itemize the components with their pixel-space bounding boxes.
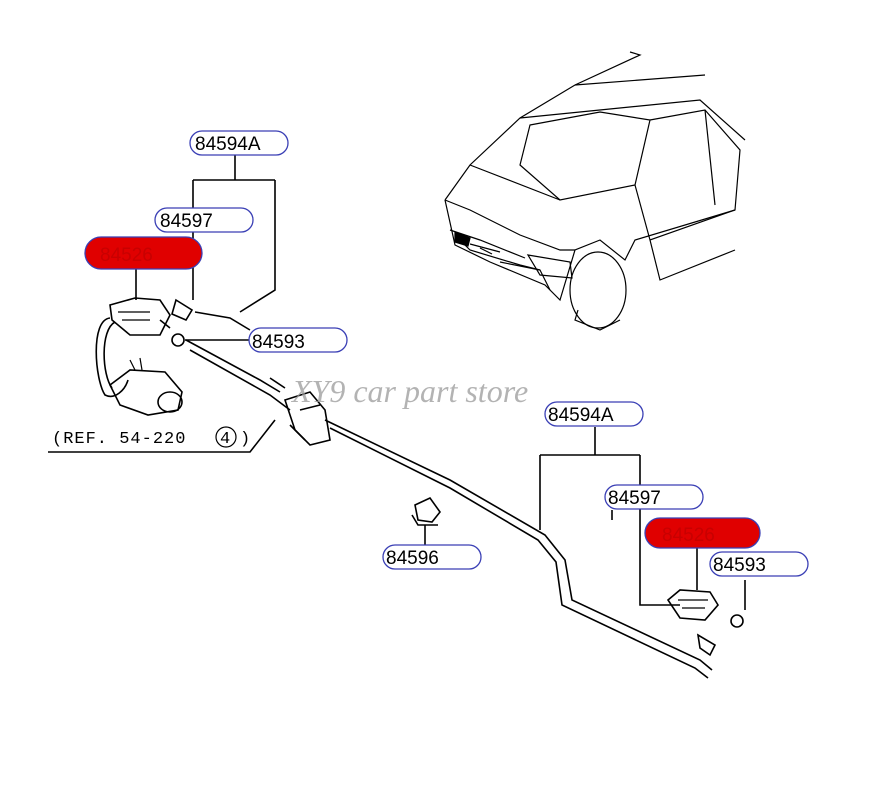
svg-text:84597: 84597: [160, 211, 213, 232]
label-84596: 84596: [382, 544, 482, 570]
label-84597-left: 84597: [154, 207, 254, 233]
clip-part: [411, 496, 442, 545]
vehicle-illustration: [444, 51, 746, 331]
svg-text:84526: 84526: [100, 245, 153, 266]
label-84593-right: 84593: [709, 551, 809, 577]
label-84594a-left: 84594A: [189, 130, 289, 156]
label-84597-right: 84597: [604, 484, 704, 510]
left-assembly: [48, 152, 331, 453]
svg-text:84526: 84526: [662, 525, 715, 546]
watermark: XY9 car part store: [290, 373, 528, 409]
label-84593-left: 84593: [248, 327, 348, 353]
svg-text:84596: 84596: [386, 548, 439, 569]
svg-text:84593: 84593: [252, 332, 305, 353]
svg-text:84594A: 84594A: [195, 134, 261, 155]
label-84526-right-highlighted: 84526: [644, 517, 761, 549]
label-84526-left-highlighted: 84526: [84, 236, 203, 270]
svg-text:84593: 84593: [713, 555, 766, 576]
svg-text:84597: 84597: [608, 488, 661, 509]
svg-text:84594A: 84594A: [548, 405, 614, 426]
svg-text:4: 4: [220, 430, 231, 449]
reference-note: (REF. 54-220 4 ): [52, 426, 251, 449]
right-assembly: [539, 427, 746, 657]
label-84594a-right: 84594A: [544, 401, 644, 427]
svg-text:(REF. 54-220: (REF. 54-220: [52, 430, 186, 449]
long-washer-hose: [324, 419, 713, 679]
svg-text:): ): [240, 430, 251, 449]
